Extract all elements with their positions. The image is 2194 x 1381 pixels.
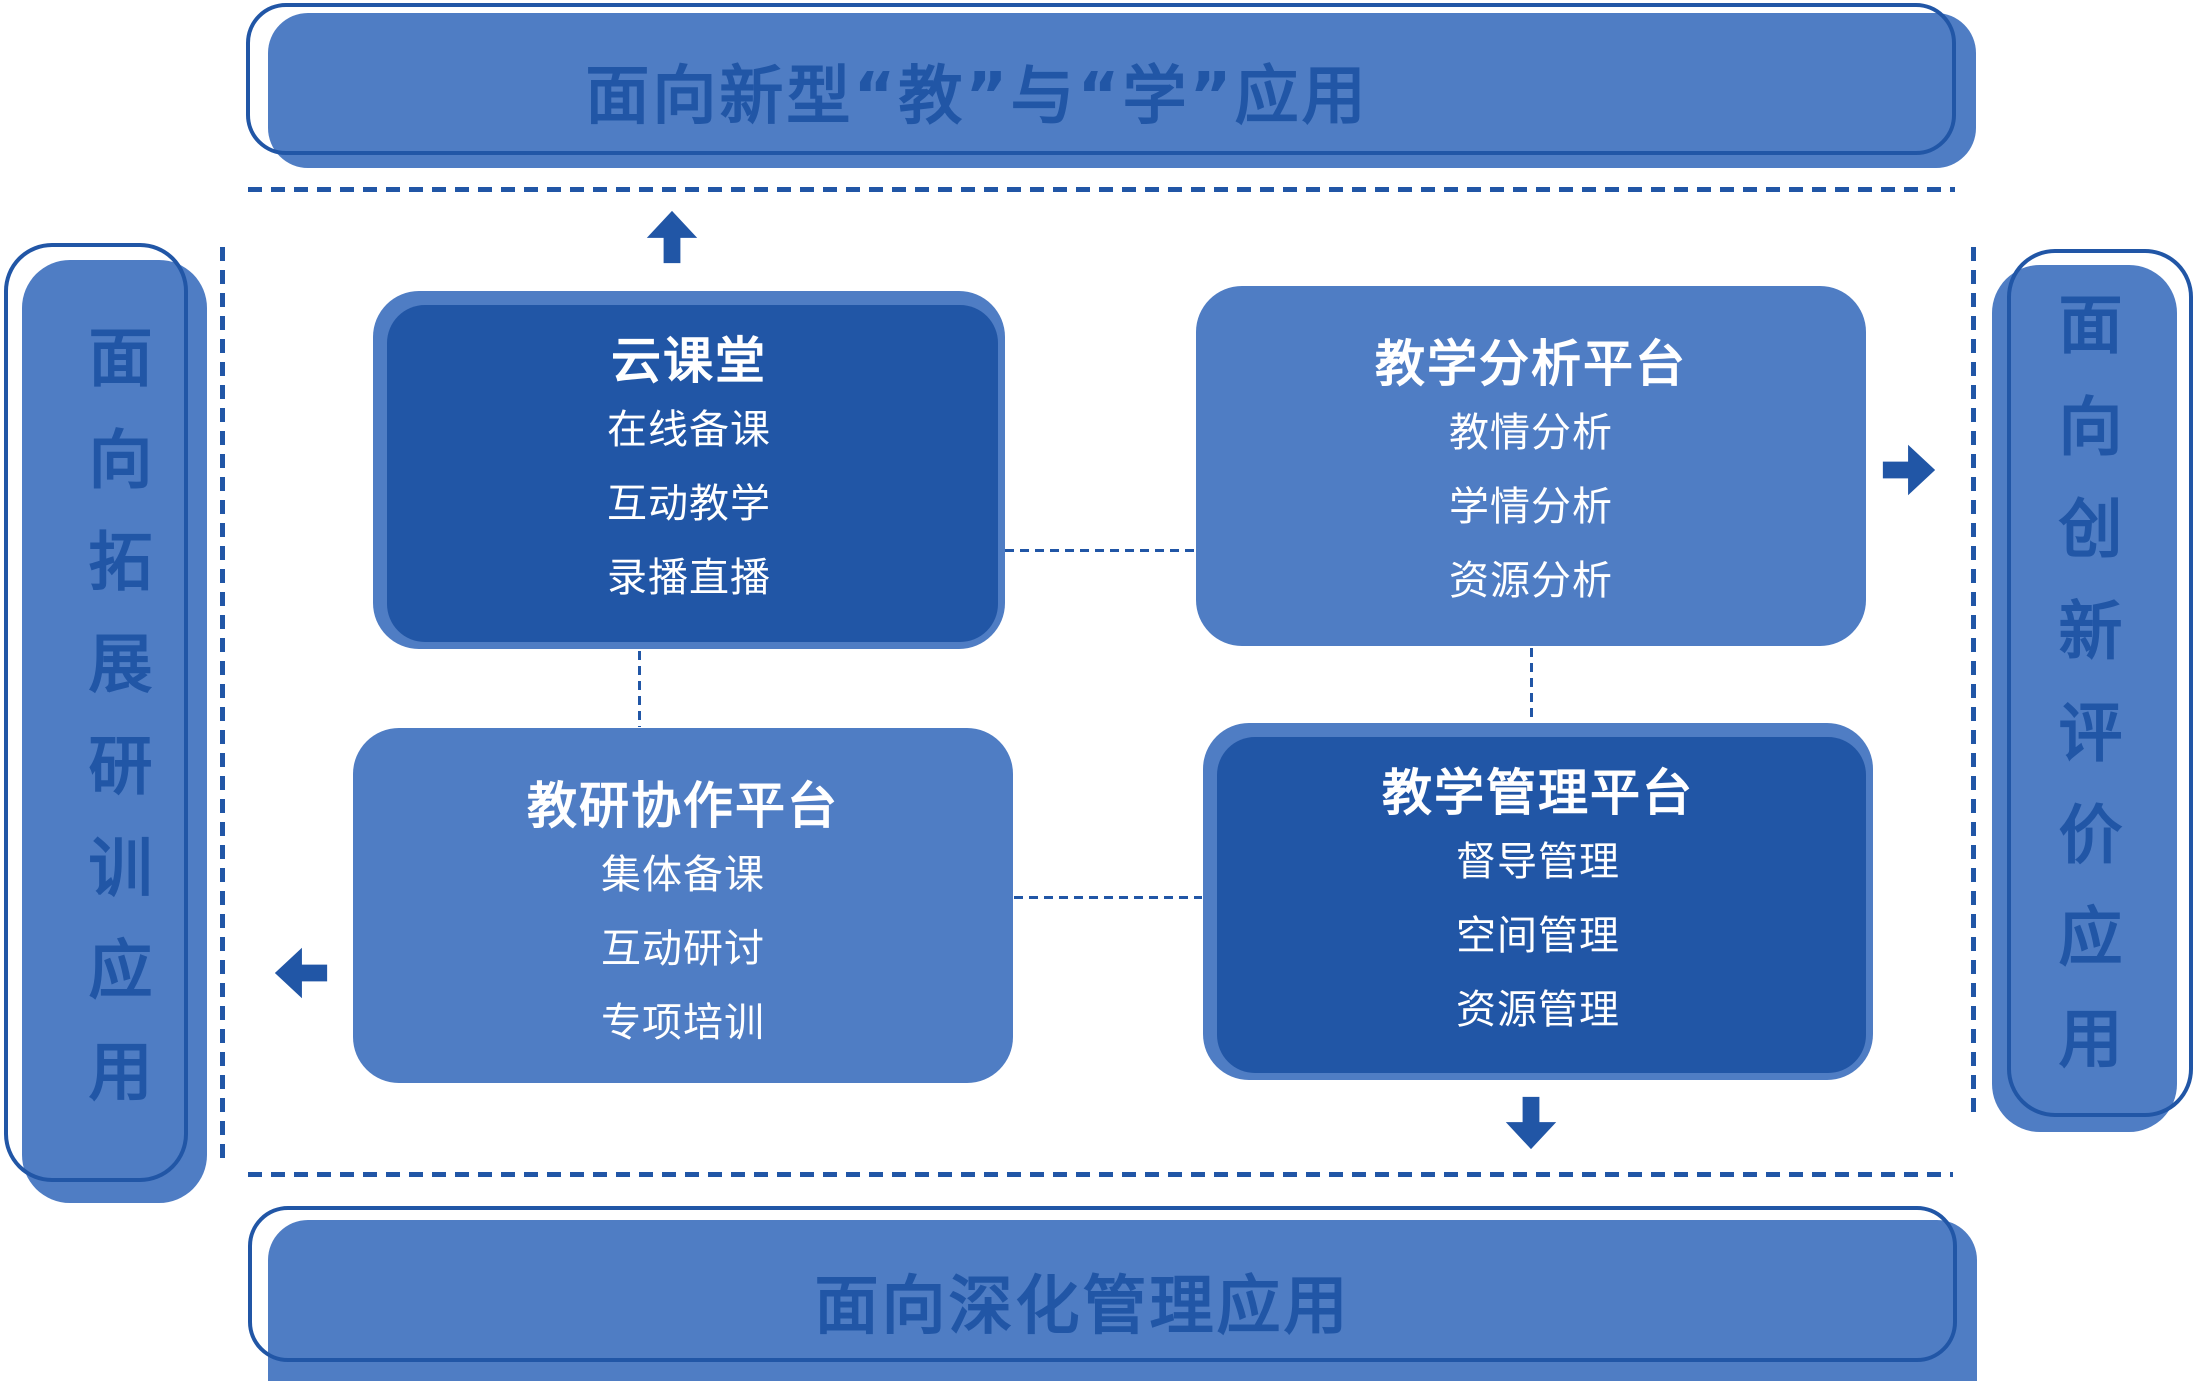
dashed-guide-bottom (248, 1172, 1953, 1177)
arrow-right-icon (1882, 442, 1936, 498)
box-item: 资源管理 (1456, 987, 1620, 1033)
box-teaching-analysis: 教学分析平台 教情分析 学情分析 资源分析 (1196, 286, 1866, 646)
box-item: 督导管理 (1456, 839, 1620, 885)
box-item: 互动教学 (607, 481, 771, 527)
box-cloud-classroom-inner (387, 305, 998, 642)
box-cloud-classroom: 云课堂 在线备课 互动教学 录播直播 (373, 291, 1005, 649)
right-banner: 面向创新评价应用 (1992, 265, 2177, 1132)
arrow-up-icon (644, 210, 700, 264)
top-banner: 面向新型“教”与“学”应用 (268, 13, 1976, 168)
right-banner-label: 面向创新评价应用 (2047, 290, 2122, 1107)
box-title: 教研协作平台 (527, 777, 839, 835)
arrow-down-icon (1503, 1096, 1559, 1150)
dashed-guide-left (220, 247, 225, 1162)
box-item: 教情分析 (1449, 410, 1613, 456)
bottom-banner: 面向深化管理应用 (268, 1220, 1977, 1381)
connector-cloud-to-analysis (1005, 549, 1196, 552)
box-item: 专项培训 (601, 1000, 765, 1046)
left-banner: 面向拓展研训应用 (22, 260, 207, 1203)
top-banner-label: 面向新型“教”与“学”应用 (585, 59, 1369, 134)
box-teaching-management: 教学管理平台 督导管理 空间管理 资源管理 (1203, 723, 1873, 1080)
box-item: 在线备课 (607, 407, 771, 453)
bottom-banner-label: 面向深化管理应用 (814, 1269, 1351, 1344)
box-item: 集体备课 (601, 852, 765, 898)
dashed-guide-right (1971, 247, 1976, 1120)
box-title: 云课堂 (611, 332, 767, 390)
connector-collab-to-management (1014, 896, 1202, 899)
box-item: 空间管理 (1456, 913, 1620, 959)
box-item: 学情分析 (1449, 484, 1613, 530)
box-item: 互动研讨 (601, 926, 765, 972)
left-banner-label: 面向拓展研训应用 (77, 323, 152, 1140)
box-item: 录播直播 (607, 555, 771, 601)
box-research-collaboration: 教研协作平台 集体备课 互动研讨 专项培训 (353, 728, 1013, 1083)
connector-analysis-to-management (1530, 648, 1533, 722)
box-item: 资源分析 (1449, 558, 1613, 604)
connector-cloud-to-collab (638, 651, 641, 727)
box-teaching-management-inner (1217, 737, 1866, 1073)
box-title: 教学分析平台 (1375, 335, 1687, 393)
box-title: 教学管理平台 (1382, 764, 1694, 822)
arrow-left-icon (274, 945, 328, 1001)
dashed-guide-top (248, 187, 1955, 192)
